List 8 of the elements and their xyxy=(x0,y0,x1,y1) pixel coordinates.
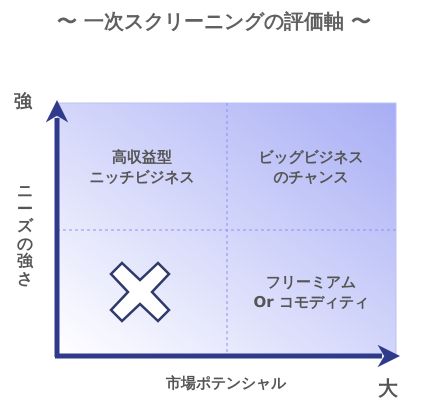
axis-title: ニーズの強さ xyxy=(17,182,33,288)
quadrant-label: フリーミアムOr コモディティ xyxy=(254,273,369,312)
quadrant-label: ビッグビジネスのチャンス xyxy=(258,148,364,187)
axis-end-label: 強 xyxy=(14,90,32,114)
axis-end-label: 大 xyxy=(378,375,398,401)
quadrant-label: 高収益型ニッチビジネス xyxy=(90,148,194,187)
title: 〜 一次スクリーニングの評価軸 〜 xyxy=(56,8,372,35)
axis-title: 市場ポテンシャル xyxy=(166,374,286,394)
